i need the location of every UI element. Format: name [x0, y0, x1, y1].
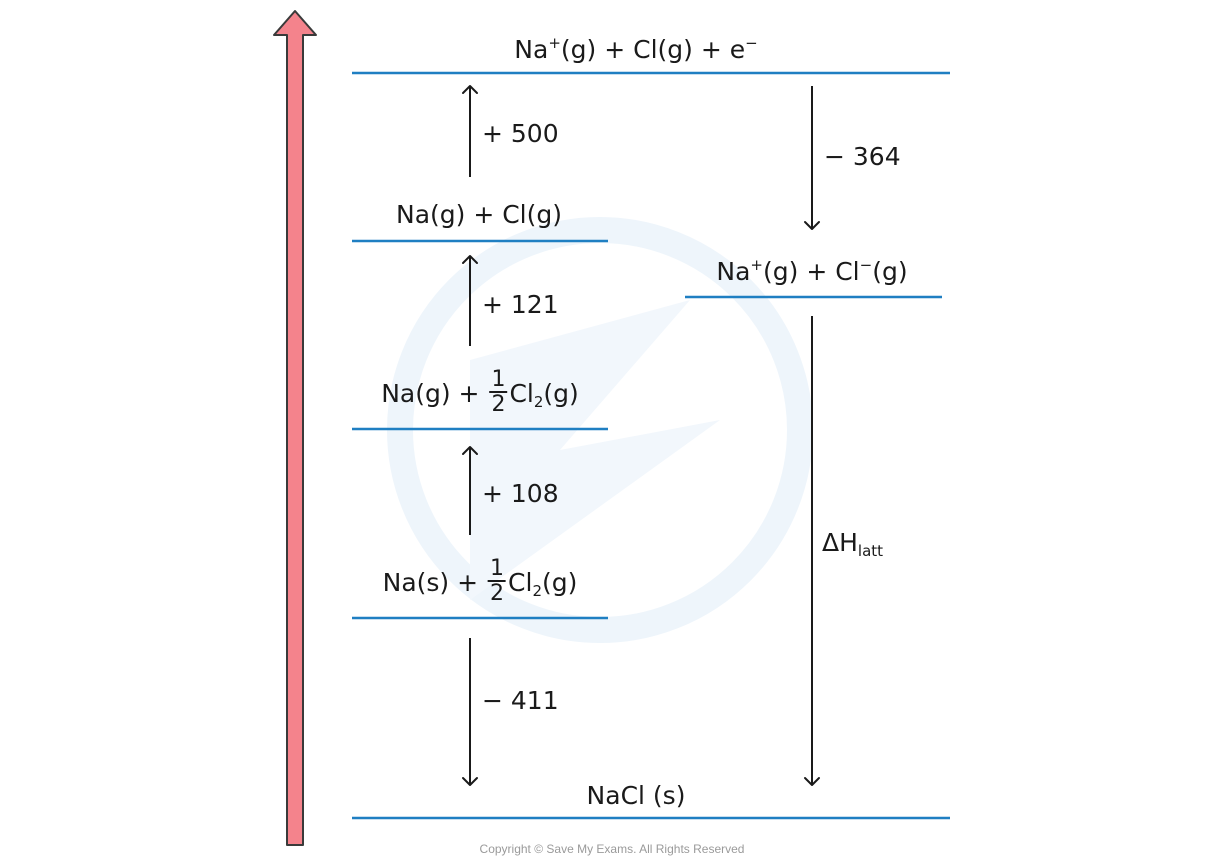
- energy-axis-arrow-icon: [273, 10, 317, 846]
- step-value-lattice: ΔHlatt: [822, 528, 884, 560]
- step-value-atomisation-cl: + 121: [482, 290, 559, 319]
- level-label-top: Na+(g) + Cl(g) + e−: [514, 34, 758, 64]
- step-value-ionisation: + 500: [482, 119, 559, 148]
- step-value-atomisation-na: + 108: [482, 479, 559, 508]
- level-label-ions: Na+(g) + Cl−(g): [716, 256, 908, 286]
- level-label-na-g-cl-g: Na(g) + Cl(g): [395, 200, 563, 229]
- copyright-notice: Copyright © Save My Exams. All Rights Re…: [479, 842, 745, 856]
- step-value-electron-affinity: − 364: [824, 142, 901, 171]
- step-value-formation: − 411: [482, 686, 559, 715]
- level-label-nacl-s: NaCl (s): [586, 781, 686, 810]
